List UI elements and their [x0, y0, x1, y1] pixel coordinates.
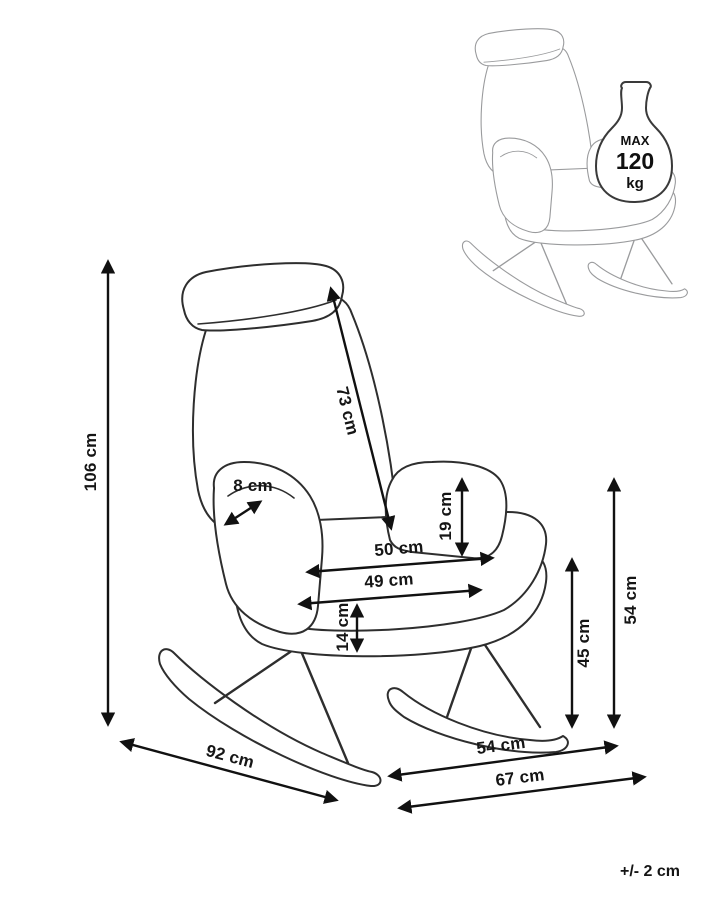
- arrow-armrest-thickness: [223, 500, 263, 526]
- max-weight-unit: kg: [626, 175, 644, 192]
- max-weight-value: 120: [615, 148, 655, 174]
- dimension-label-total-height: 106 cm: [81, 432, 100, 492]
- arrow-base-width: [387, 740, 619, 782]
- dimension-label-armrest-height: 19 cm: [436, 491, 455, 541]
- arrow-total-width: [397, 771, 647, 814]
- arrow-seat-depth: [305, 551, 495, 579]
- dimension-label-cushion: 14 cm: [333, 602, 352, 652]
- arrow-backrest: [326, 286, 396, 531]
- max-weight-label: MAX: [620, 133, 650, 148]
- dimension-label-seat-depth: 50 cm: [373, 536, 425, 561]
- arrow-seat-width: [297, 583, 483, 611]
- dimension-label-seat-width: 49 cm: [363, 569, 415, 592]
- vase-icon: [595, 81, 673, 203]
- arrow-total-depth: [119, 738, 339, 804]
- dimension-label-armrest-floor: 54 cm: [621, 575, 640, 625]
- dimension-label-seat-height: 45 cm: [574, 618, 593, 668]
- dimension-label-armrest-thickness: 8 cm: [233, 476, 273, 495]
- max-weight-badge: MAX 120 kg: [598, 133, 672, 192]
- main-chair: [157, 261, 570, 788]
- dimension-arrows: [100, 259, 647, 814]
- tolerance-note: +/- 2 cm: [619, 863, 681, 880]
